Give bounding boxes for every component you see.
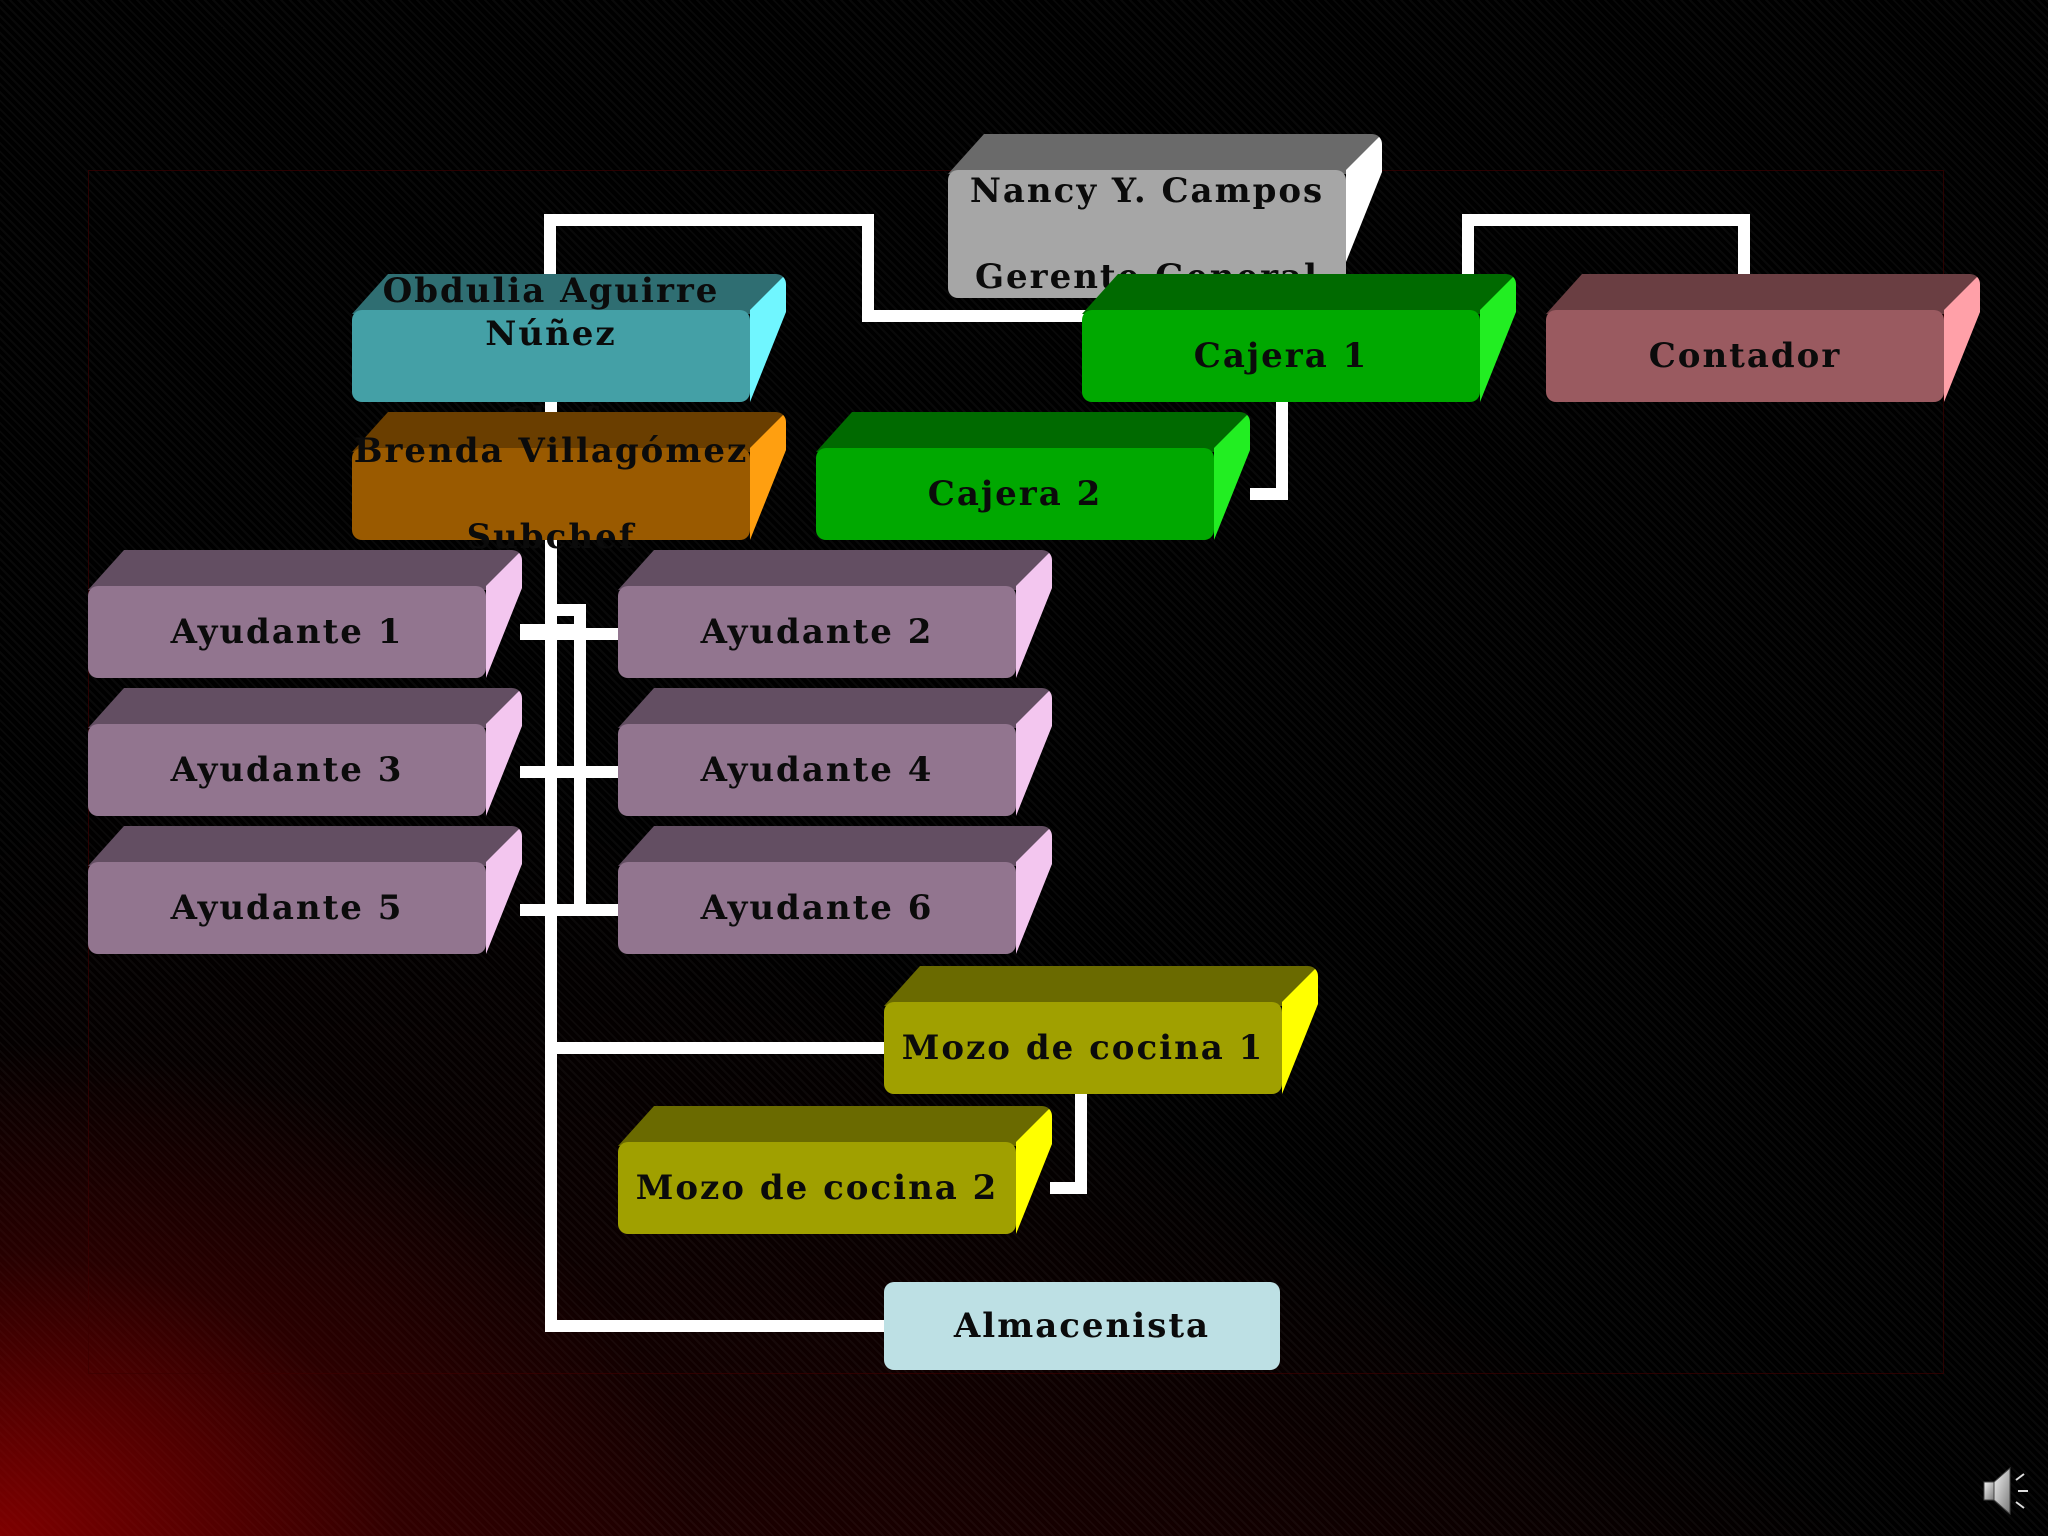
mozo1-label: Mozo de cocina 1 [901, 1027, 1265, 1068]
ayudante5-top-face [88, 826, 522, 866]
ayudante4-label: Ayudante 4 [700, 749, 934, 790]
ayudante3-label: Ayudante 3 [170, 749, 404, 790]
gerente-name: Nancy Y. Campos [969, 170, 1325, 211]
subchef-top-face [352, 412, 786, 452]
ayudante1-label: Ayudante 1 [170, 611, 404, 652]
contador-label: Contador [1648, 335, 1842, 376]
ayudante2-label: Ayudante 2 [700, 611, 934, 652]
subchef-name: Brenda Villagómez [353, 430, 749, 471]
cajera1-top-face [1082, 274, 1516, 314]
ayudante1-front-face: Ayudante 1 [88, 586, 486, 678]
connector-cajera2 [1250, 400, 1288, 500]
chef-front-face: Obdulia Aguirre Núñez Chef [352, 271, 750, 440]
ayudante1-top-face [88, 550, 522, 590]
mozo2-label: Mozo de cocina 2 [635, 1167, 999, 1208]
ayudante3-top-face [88, 688, 522, 728]
contador-top-face [1546, 274, 1980, 314]
mozo2-front-face: Mozo de cocina 2 [618, 1142, 1016, 1234]
connector-chef-trunk [545, 400, 888, 1332]
ayudante2-front-face: Ayudante 2 [618, 586, 1016, 678]
ayudante4-top-face [618, 688, 1052, 728]
subchef-title: Subchef [466, 516, 636, 557]
speaker-icon[interactable] [1978, 1462, 2038, 1522]
chef-top-face [352, 274, 786, 314]
connector-ayudantes-rungs [520, 604, 620, 916]
mozo1-top-face [884, 966, 1318, 1006]
cajera1-front-face: Cajera 1 [1082, 310, 1480, 402]
mozo2-top-face [618, 1106, 1052, 1146]
cajera1-label: Cajera 1 [1193, 335, 1369, 376]
ayudante3-front-face: Ayudante 3 [88, 724, 486, 816]
ayudante6-label: Ayudante 6 [700, 887, 934, 928]
almacenista-label: Almacenista [953, 1305, 1211, 1346]
ayudante6-front-face: Ayudante 6 [618, 862, 1016, 954]
connector-gerente-chef [544, 214, 1090, 322]
mozo1-front-face: Mozo de cocina 1 [884, 1002, 1282, 1094]
connector-mozo2 [1050, 1090, 1087, 1194]
connector-contador [1462, 214, 1750, 280]
ayudante4-front-face: Ayudante 4 [618, 724, 1016, 816]
cajera2-label: Cajera 2 [927, 473, 1103, 514]
contador-front-face: Contador [1546, 310, 1944, 402]
almacenista-front-face: Almacenista [884, 1282, 1280, 1370]
ayudante5-front-face: Ayudante 5 [88, 862, 486, 954]
cajera2-top-face [816, 412, 1250, 452]
gerente-top-face [948, 134, 1382, 174]
subchef-front-face: Brenda Villagómez Subchef [352, 431, 750, 557]
ayudante5-label: Ayudante 5 [170, 887, 404, 928]
ayudante2-top-face [618, 550, 1052, 590]
cajera2-front-face: Cajera 2 [816, 448, 1214, 540]
chef-name: Obdulia Aguirre Núñez [382, 271, 720, 354]
ayudante6-top-face [618, 826, 1052, 866]
